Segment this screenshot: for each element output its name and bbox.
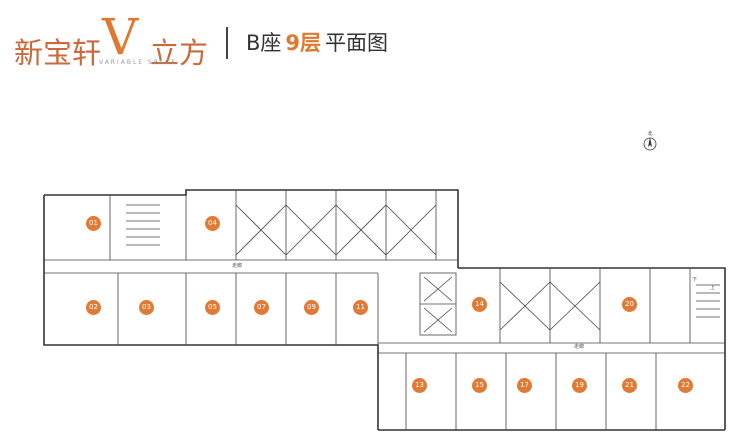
unit-badge-05[interactable]: 05: [205, 300, 220, 315]
unit-badge-22[interactable]: 22: [678, 378, 693, 393]
unit-badge-01[interactable]: 01: [86, 216, 101, 231]
brand-name-left: 新宝轩: [14, 36, 102, 70]
interior-walls: [44, 190, 725, 430]
stairs-up-label: 上: [710, 285, 716, 291]
unit-badge-04[interactable]: 04: [205, 216, 220, 231]
unit-badge-17[interactable]: 17: [517, 378, 532, 393]
outer-walls: [43, 189, 726, 431]
compass: 北: [641, 130, 659, 152]
unit-badge-19[interactable]: 19: [572, 378, 587, 393]
title-suffix: 平面图: [325, 31, 389, 55]
compass-label: 北: [647, 131, 653, 137]
brand-logo-letter: V: [102, 8, 139, 66]
unit-badge-02[interactable]: 02: [86, 300, 101, 315]
title-floor: 9层: [285, 31, 322, 55]
unit-badge-20[interactable]: 20: [622, 297, 637, 312]
corridor-label-east: 走廊: [574, 344, 585, 350]
unit-badge-07[interactable]: 07: [254, 300, 269, 315]
unit-badge-13[interactable]: 13: [412, 378, 427, 393]
compass-icon: [643, 137, 657, 151]
unit-badge-09[interactable]: 09: [304, 300, 319, 315]
stairs-down-label: 下: [692, 277, 698, 283]
brand-subtitle: VARIABLE SPACE: [98, 59, 178, 66]
unit-badge-03[interactable]: 03: [139, 300, 154, 315]
title-building: B座: [246, 31, 282, 55]
header-divider: [226, 27, 228, 59]
brand-name-right: 立方: [150, 36, 209, 70]
unit-badge-14[interactable]: 14: [472, 297, 487, 312]
unit-badge-11[interactable]: 11: [353, 300, 368, 315]
unit-badge-21[interactable]: 21: [622, 378, 637, 393]
unit-badge-15[interactable]: 15: [472, 378, 487, 393]
corridor-label-west: 走廊: [232, 263, 243, 269]
